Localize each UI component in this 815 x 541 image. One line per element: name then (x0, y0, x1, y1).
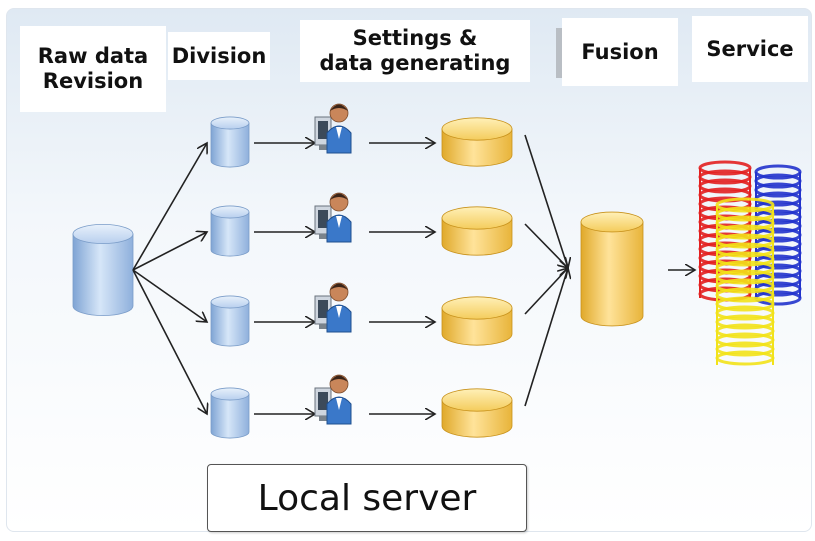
to-fusion-arrow-2 (524, 223, 568, 268)
operator-person-icon-2 (314, 192, 352, 243)
header-raw-data-revision: Raw data Revision (20, 26, 166, 112)
local-server-label: Local server (207, 464, 527, 532)
header-settings-data-generating: Settings & data generating (300, 20, 530, 82)
header-settings-text: Settings & data generating (319, 26, 511, 75)
fanout-arrow-2 (132, 232, 207, 271)
header-fusion-text: Fusion (581, 39, 659, 64)
header-service: Service (692, 16, 808, 82)
source-database-icon (72, 223, 134, 316)
operator-person-icon-1 (314, 103, 352, 154)
header-raw-data-revision-text: Raw data Revision (37, 44, 149, 93)
operator-person-icon-3 (314, 282, 352, 333)
to-fusion-arrow-4 (524, 268, 568, 407)
header-fusion: Fusion (562, 18, 678, 86)
header-division-text: Division (171, 43, 267, 68)
fanout-arrow-4 (132, 269, 207, 414)
service-yellow-cylinder (715, 197, 775, 366)
generated-data-icon-3 (441, 296, 513, 346)
operator-person-icon-4 (314, 374, 352, 425)
generated-data-icon-1 (441, 117, 513, 167)
division-database-icon-4 (210, 387, 250, 439)
fanout-arrow-3 (132, 269, 207, 322)
header-service-text: Service (706, 36, 794, 61)
header-division: Division (168, 32, 270, 80)
division-database-icon-2 (210, 205, 250, 257)
generated-data-icon-2 (441, 206, 513, 256)
division-database-icon-1 (210, 116, 250, 168)
fusion-database-icon (580, 211, 644, 327)
fanout-arrow-1 (132, 143, 207, 271)
header-fusion-divider (556, 28, 562, 78)
to-fusion-arrow-1 (524, 134, 568, 268)
generated-data-icon-4 (441, 388, 513, 438)
division-database-icon-3 (210, 295, 250, 347)
